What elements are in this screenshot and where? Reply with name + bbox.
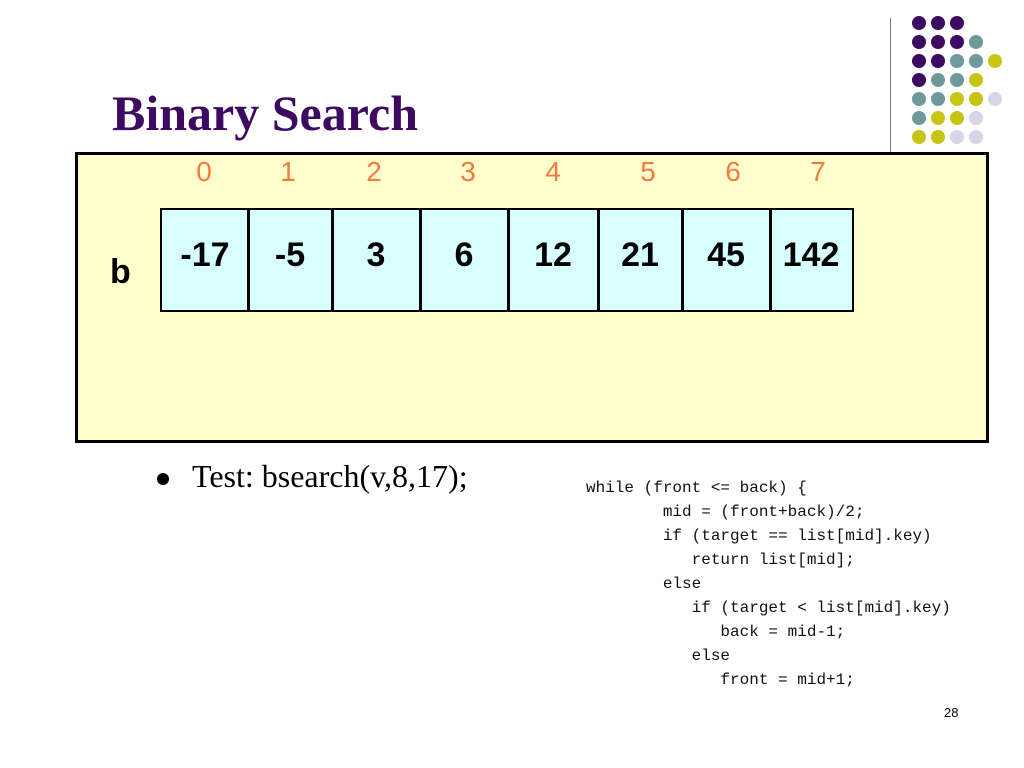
array-cell: -5 — [248, 210, 332, 310]
slide-title: Binary Search — [112, 85, 419, 141]
code-line: if (target < list[mid].key) — [586, 599, 951, 617]
dot-15 — [969, 73, 983, 87]
cell-divider — [419, 210, 422, 310]
dot-16 — [912, 92, 926, 106]
code-line: else — [586, 647, 731, 665]
cell-divider — [507, 210, 510, 310]
code-line: return list[mid]; — [586, 551, 855, 569]
index-label: 4 — [545, 156, 561, 187]
index-label: 1 — [280, 156, 296, 187]
page-number: 28 — [944, 705, 959, 720]
array-name-label: b — [110, 253, 131, 291]
code-line: if (target == list[mid].key) — [586, 527, 932, 545]
dot-27 — [950, 130, 964, 144]
code-line: mid = (front+back)/2; — [586, 503, 865, 521]
cell-value: 3 — [366, 236, 386, 274]
index-label: 2 — [366, 156, 382, 187]
dot-4 — [931, 35, 945, 49]
dot-23 — [950, 111, 964, 125]
dot-10 — [969, 54, 983, 68]
cell-value: 142 — [782, 236, 840, 274]
index-label: 0 — [196, 156, 212, 187]
cell-divider — [681, 210, 684, 310]
divider-line — [890, 18, 891, 160]
code-line: while (front <= back) { — [586, 479, 807, 497]
index-label: 5 — [640, 156, 656, 187]
dot-18 — [950, 92, 964, 106]
cell-divider — [597, 210, 600, 310]
array-cell: 21 — [598, 210, 682, 310]
dot-14 — [950, 73, 964, 87]
decorative-dot-grid — [900, 10, 1020, 160]
cell-divider — [331, 210, 334, 310]
bullet-icon — [157, 473, 169, 485]
cell-divider — [769, 210, 772, 310]
dot-19 — [969, 92, 983, 106]
dot-13 — [931, 73, 945, 87]
code-line: else — [586, 575, 702, 593]
dot-26 — [931, 130, 945, 144]
code-line: back = mid-1; — [586, 623, 846, 641]
index-label: 7 — [810, 156, 826, 187]
dot-8 — [931, 54, 945, 68]
array-cell: -17 — [162, 210, 248, 310]
cell-divider — [247, 210, 250, 310]
dot-9 — [950, 54, 964, 68]
array-cell: 142 — [770, 210, 852, 310]
dot-5 — [950, 35, 964, 49]
dot-21 — [912, 111, 926, 125]
array-cell: 12 — [508, 210, 598, 310]
array-box: -17 -5 3 6 12 21 45 142 — [160, 208, 854, 312]
dot-25 — [912, 130, 926, 144]
dot-3 — [912, 35, 926, 49]
dot-12 — [912, 73, 926, 87]
index-label: 6 — [725, 156, 741, 187]
test-call-text: Test: bsearch(v,8,17); — [192, 458, 468, 494]
code-block: while (front <= back) { mid = (front+bac… — [586, 476, 951, 692]
dot-28 — [969, 130, 983, 144]
cell-value: 12 — [534, 236, 572, 274]
cell-value: -17 — [180, 236, 230, 274]
dot-17 — [931, 92, 945, 106]
dot-20 — [988, 92, 1002, 106]
index-label: 3 — [460, 156, 476, 187]
dot-6 — [969, 35, 983, 49]
code-line: front = mid+1; — [586, 671, 855, 689]
cell-value: 21 — [621, 236, 659, 274]
dot-2 — [950, 16, 964, 30]
dot-7 — [912, 54, 926, 68]
dot-11 — [988, 54, 1002, 68]
dot-0 — [912, 16, 926, 30]
cell-value: -5 — [274, 236, 306, 274]
dot-1 — [931, 16, 945, 30]
array-cell: 3 — [332, 210, 420, 310]
dot-24 — [969, 111, 983, 125]
array-cell: 6 — [420, 210, 508, 310]
cell-value: 6 — [454, 236, 474, 274]
cell-value: 45 — [707, 236, 745, 274]
array-cell: 45 — [682, 210, 770, 310]
dot-22 — [931, 111, 945, 125]
